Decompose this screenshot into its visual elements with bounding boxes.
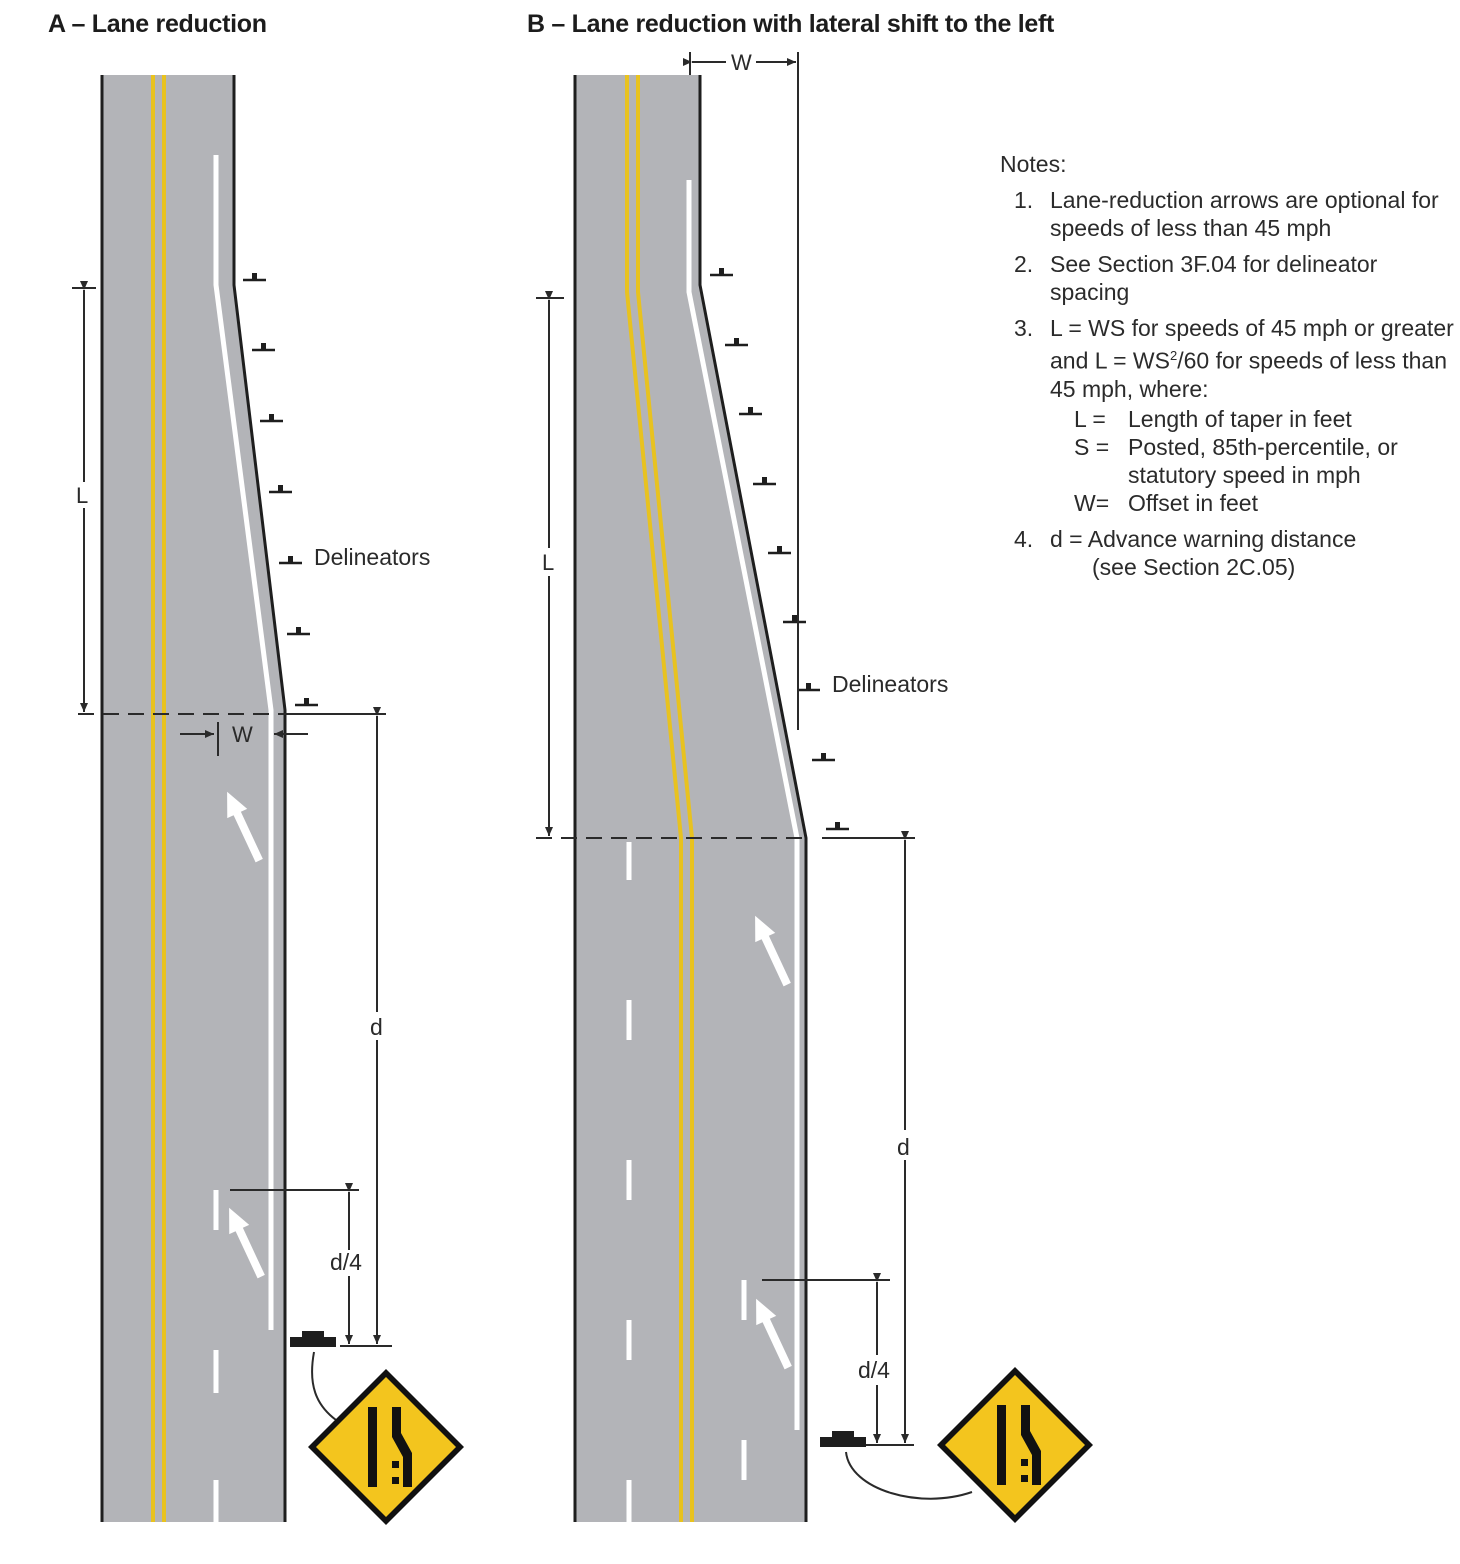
panel-a-edge-line-white [213,155,274,1330]
delineator-post-icon [710,268,733,277]
delineator-post-icon [826,822,849,831]
panel-b-centerline-yellow-1 [625,75,683,1522]
definition-symbol: S = [1074,433,1110,460]
panel-a-label-d4: d/4 [330,1249,362,1275]
definition-text: Posted, 85th-percentile, or statutory sp… [1128,433,1398,488]
panel-a-label-W: W [232,722,253,747]
note-text: /60 for speeds of less than 45 mph, wher… [1050,347,1447,402]
delineator-post-icon [287,627,310,636]
lane-ends-merge-left-warning-sign [308,1369,464,1525]
panel-a-label-L: L [76,483,88,508]
definition-item: L = Length of taper in feet [1050,405,1455,433]
lane-reduction-arrow [756,1298,792,1370]
definition-text: Offset in feet [1128,489,1258,516]
panel-a-title: A – Lane reduction [48,10,267,38]
delineator-post-icon [243,273,266,282]
note-subtext: (see Section 2C.05) [1092,553,1296,580]
note-superscript: 2 [1169,348,1178,363]
panel-b-label-L: L [542,550,554,575]
panel-b-dimensions [536,52,915,1446]
definition-item: S = Posted, 85th-percentile, or statutor… [1050,433,1455,489]
note-item: 1. Lane-reduction arrows are optional fo… [1000,186,1455,242]
delineator-post-icon [797,683,820,692]
delineator-post-icon [739,407,762,416]
panel-a-delineators [243,273,318,707]
definition-text: Length of taper in feet [1128,405,1352,432]
panel-a-label-d: d [370,1014,383,1040]
note-number: 1. [1014,187,1034,213]
panel-a-right-edge [232,75,287,1522]
panel-b-centerline-yellow-2 [636,75,694,1522]
note-text: L = WS for speeds of 45 mph or greater a… [1050,315,1454,374]
panel-a-delineators-label: Delineators [314,544,430,570]
note-number: 2. [1014,251,1034,277]
note-text: Lane-reduction arrows are optional for s… [1050,187,1439,241]
delineator-post-icon [725,338,748,347]
panel-b-road [573,75,808,1522]
note-number: 3. [1014,315,1034,341]
panel-b-label-d4: d/4 [858,1357,890,1383]
definition-symbol: L = [1074,405,1106,432]
delineator-post-icon [295,698,318,707]
delineator-post-icon [252,343,275,352]
delineator-post-icon [768,546,791,555]
panel-b-edge-line-white [686,180,800,1430]
panel-b-delineators [710,268,849,831]
note-text: d = Advance warning distance [1050,525,1357,552]
delineator-post-icon [269,485,292,494]
panel-b-pavement [575,75,806,1522]
panel-b-right-edge [698,75,808,1522]
delineator-post-icon [812,753,835,762]
lane-reduction-arrow [229,1207,265,1279]
panel-b-title: B – Lane reduction with lateral shift to… [527,10,1055,38]
lane-reduction-arrow [755,915,791,987]
note-text: See Section 3F.04 for delineator spacing [1050,251,1378,305]
panel-a-pavement [102,75,285,1522]
delineator-post-icon [753,477,776,486]
definition-symbol: W= [1074,489,1110,516]
panel-b-label-W: W [731,50,752,75]
lane-reduction-arrow [227,791,263,863]
delineator-post-icon [783,615,806,624]
delineator-post-icon [279,556,302,565]
panel-a-sign-support [290,1331,337,1421]
panel-a-road [100,75,287,1522]
definitions-list: L = Length of taper in feet S = Posted, … [1050,405,1455,517]
panel-b-sign-support [820,1431,973,1500]
panel-b-label-d: d [897,1134,910,1160]
notes-panel: Notes: 1. Lane-reduction arrows are opti… [1000,150,1455,589]
lane-ends-merge-left-warning-sign [937,1367,1093,1523]
notes-heading: Notes: [1000,151,1067,177]
definition-item: W= Offset in feet [1050,489,1455,517]
note-item: 3. L = WS for speeds of 45 mph or greate… [1000,314,1455,517]
note-item: 2. See Section 3F.04 for delineator spac… [1000,250,1455,306]
note-number: 4. [1014,525,1034,552]
note-item: 4. d = Advance warning distance (see Sec… [1000,525,1455,581]
delineator-post-icon [260,414,283,423]
panel-a-dimensions [72,281,392,1347]
panel-b-delineators-label: Delineators [832,671,948,697]
